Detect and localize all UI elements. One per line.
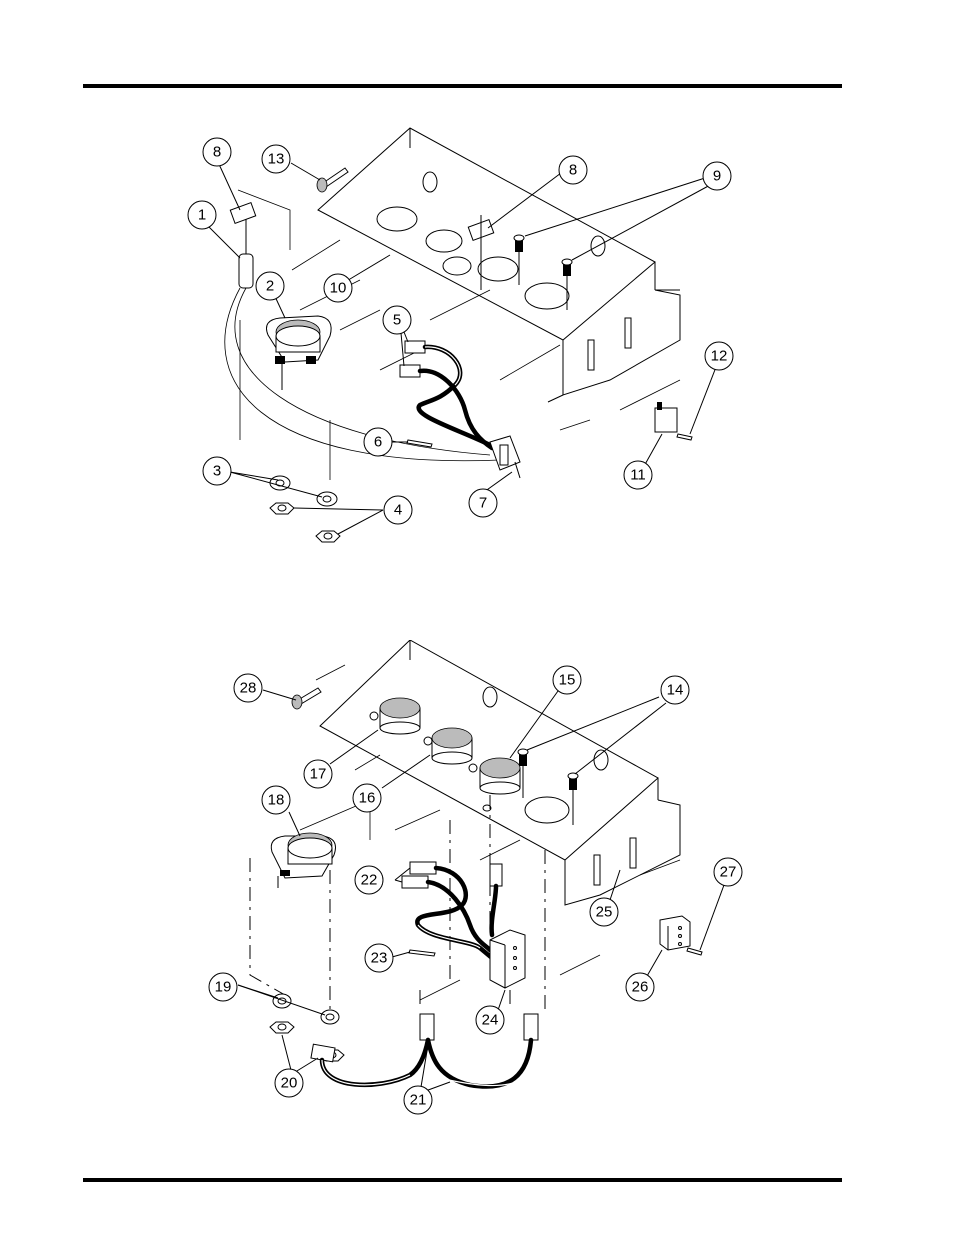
callout-10: 10 xyxy=(323,273,353,303)
svg-text:2: 2 xyxy=(266,278,274,295)
footer-rule xyxy=(83,1178,842,1182)
svg-text:18: 18 xyxy=(268,792,285,809)
callout-24: 24 xyxy=(475,1005,505,1035)
callout-6: 6 xyxy=(363,427,393,457)
callout-3: 3 xyxy=(202,456,232,486)
washers-19 xyxy=(272,993,340,1025)
callout-5: 5 xyxy=(382,305,412,335)
svg-text:26: 26 xyxy=(632,979,649,996)
callout-20: 20 xyxy=(274,1068,304,1098)
svg-text:12: 12 xyxy=(711,348,728,365)
svg-text:13: 13 xyxy=(268,151,285,168)
pin-27 xyxy=(686,947,703,956)
callout-21: 21 xyxy=(403,1085,433,1115)
cap-17 xyxy=(369,697,421,735)
svg-text:25: 25 xyxy=(596,904,613,921)
switch-11 xyxy=(654,402,678,433)
svg-text:3: 3 xyxy=(213,463,221,480)
svg-text:6: 6 xyxy=(374,434,382,451)
callout-17: 17 xyxy=(303,759,333,789)
harness-21 xyxy=(310,1013,539,1089)
callout-19: 19 xyxy=(208,972,238,1002)
svg-text:1: 1 xyxy=(198,207,206,224)
callout-11: 11 xyxy=(623,460,653,490)
screws-14 xyxy=(517,748,579,825)
svg-text:10: 10 xyxy=(330,280,347,297)
callout-14: 14 xyxy=(660,675,690,705)
switch-26 xyxy=(659,915,691,951)
callout-18: 18 xyxy=(261,785,291,815)
svg-text:27: 27 xyxy=(720,864,737,881)
callout-15: 15 xyxy=(552,665,582,695)
callout-25: 25 xyxy=(589,897,619,927)
callout-13: 13 xyxy=(261,144,291,174)
svg-text:24: 24 xyxy=(482,1012,499,1029)
svg-text:21: 21 xyxy=(410,1092,427,1109)
svg-text:5: 5 xyxy=(393,312,401,329)
bracket-panel-lower xyxy=(299,640,681,1001)
screw-28 xyxy=(291,687,322,710)
pin-12 xyxy=(676,433,693,441)
callout-7: 7 xyxy=(468,488,498,518)
svg-text:28: 28 xyxy=(240,680,257,697)
exploded-diagram-upper: 1 2 3 4 5 6 7 8 8 9 10 11 12 13 xyxy=(187,127,734,543)
callout-28: 28 xyxy=(233,673,263,703)
svg-text:17: 17 xyxy=(310,766,327,783)
cap-15 xyxy=(468,757,521,795)
callout-8a: 8 xyxy=(202,137,232,167)
callout-26: 26 xyxy=(625,972,655,1002)
svg-text:14: 14 xyxy=(667,682,684,699)
svg-text:11: 11 xyxy=(630,467,646,484)
thermostat-part-18 xyxy=(270,832,336,888)
screw-13 xyxy=(316,167,349,193)
callout-2: 2 xyxy=(255,271,285,301)
pin-23 xyxy=(408,949,436,957)
terminal-block-24 xyxy=(489,929,526,989)
gasket-8a xyxy=(229,202,257,224)
callout-22: 22 xyxy=(354,865,384,895)
svg-text:20: 20 xyxy=(281,1075,298,1092)
screws-9 xyxy=(513,234,573,310)
callout-1: 1 xyxy=(187,200,217,230)
callout-23: 23 xyxy=(364,943,394,973)
svg-text:22: 22 xyxy=(361,872,378,889)
svg-text:4: 4 xyxy=(394,502,402,519)
svg-text:19: 19 xyxy=(215,979,232,996)
callout-12: 12 xyxy=(704,341,734,371)
callout-16: 16 xyxy=(352,783,382,813)
svg-text:8: 8 xyxy=(569,162,577,179)
washers-3 xyxy=(269,475,338,507)
rod-part xyxy=(238,218,254,289)
svg-text:8: 8 xyxy=(213,144,221,161)
terminal-block-7 xyxy=(489,435,521,479)
callout-27: 27 xyxy=(713,857,743,887)
nuts-4 xyxy=(269,502,341,543)
cap-16 xyxy=(423,727,473,765)
wire-harness xyxy=(399,340,495,451)
wire-harness-22 xyxy=(401,861,503,961)
bracket-panel-upper xyxy=(237,127,681,480)
exploded-diagram-lower: 14 15 16 17 18 19 20 21 22 23 24 25 26 2… xyxy=(208,640,743,1115)
svg-text:15: 15 xyxy=(559,672,576,689)
svg-text:16: 16 xyxy=(359,790,376,807)
callout-8b: 8 xyxy=(558,155,588,185)
thermostat-part xyxy=(266,315,332,390)
callout-4: 4 xyxy=(383,495,413,525)
header-rule xyxy=(83,84,842,88)
svg-text:7: 7 xyxy=(479,495,487,512)
svg-text:23: 23 xyxy=(371,950,388,967)
callout-9: 9 xyxy=(702,161,732,191)
svg-text:9: 9 xyxy=(713,168,721,185)
